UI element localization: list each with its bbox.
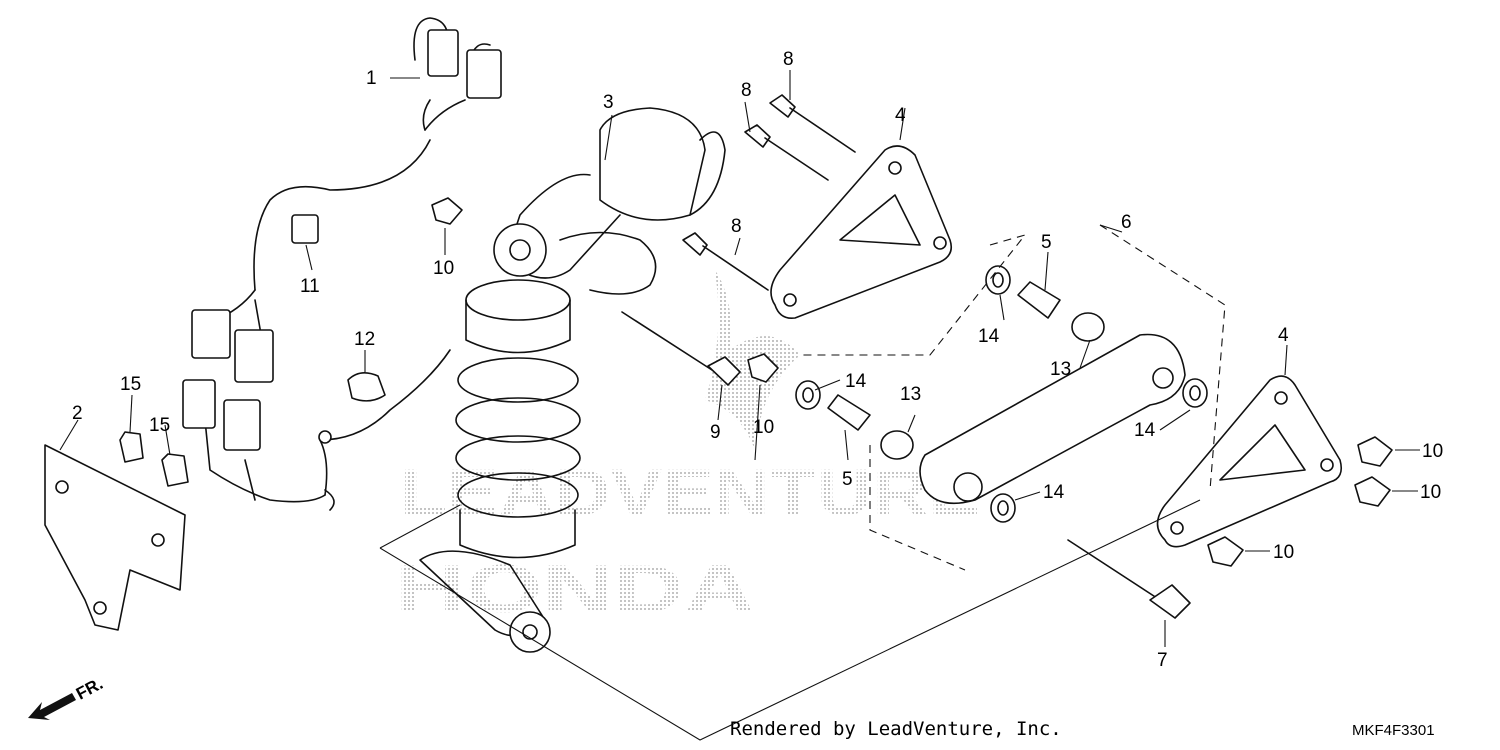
diagram-code: MKF4F3301	[1352, 722, 1435, 739]
callout-13-upper[interactable]: 13	[1050, 359, 1071, 380]
callout-10-e[interactable]: 10	[1273, 542, 1294, 563]
callout-14-a[interactable]: 14	[978, 326, 1000, 347]
clips	[119, 372, 386, 487]
callout-14-d[interactable]: 14	[1043, 482, 1065, 503]
callout-4-upper[interactable]: 4	[895, 105, 906, 126]
callout-3[interactable]: 3	[603, 92, 614, 113]
callout-10-a[interactable]: 10	[433, 258, 454, 279]
flange-nuts	[431, 197, 1393, 567]
bracket-plate	[44, 444, 186, 631]
collars	[827, 281, 1061, 431]
needle-bearings	[880, 312, 1105, 460]
front-arrow-icon	[28, 693, 76, 720]
rear-shock-absorber	[419, 107, 726, 653]
callout-13-lower[interactable]: 13	[900, 384, 921, 405]
shock-arm-link	[919, 333, 1186, 505]
callout-7[interactable]: 7	[1157, 650, 1168, 671]
callout-1[interactable]: 1	[366, 68, 377, 89]
watermark-brand: LEADVENTURE	[400, 455, 980, 529]
callout-10-b[interactable]: 10	[753, 417, 774, 438]
wire-harness	[182, 17, 502, 511]
callout-15-a[interactable]: 15	[120, 374, 141, 395]
callout-5-lower[interactable]: 5	[842, 469, 853, 490]
watermark-make: HONDA	[395, 551, 755, 627]
dust-seals	[795, 265, 1208, 523]
shock-link-bracket-upper	[770, 145, 953, 320]
callout-5-upper[interactable]: 5	[1041, 232, 1052, 253]
callout-9[interactable]: 9	[710, 422, 721, 443]
callout-10-d[interactable]: 10	[1420, 482, 1441, 503]
callout-15-b[interactable]: 15	[149, 415, 170, 436]
callout-4-lower[interactable]: 4	[1278, 325, 1289, 346]
callout-6[interactable]: 6	[1121, 212, 1132, 233]
callout-2[interactable]: 2	[72, 403, 83, 424]
callout-8-a[interactable]: 8	[783, 49, 794, 70]
callout-10-c[interactable]: 10	[1422, 441, 1443, 462]
callout-12[interactable]: 12	[354, 329, 375, 350]
front-direction-indicator: FR.	[28, 674, 106, 720]
callout-8-c[interactable]: 8	[731, 216, 742, 237]
callout-14-b[interactable]: 14	[845, 371, 867, 392]
callouts: 1 2 3 4 4 5 5 6 7 8 8 8 9 10 10 10 10 10…	[72, 49, 1443, 671]
front-label: FR.	[73, 674, 106, 704]
flange-bolts	[621, 94, 1191, 619]
leader-lines	[59, 70, 1420, 741]
callout-14-c[interactable]: 14	[1134, 420, 1156, 441]
shock-link-bracket-lower	[1156, 375, 1343, 548]
render-credit: Rendered by LeadVenture, Inc.	[730, 718, 1062, 740]
callout-11[interactable]: 11	[300, 276, 320, 297]
callout-8-b[interactable]: 8	[741, 80, 752, 101]
watermark: LEADVENTURE HONDA	[395, 270, 980, 627]
